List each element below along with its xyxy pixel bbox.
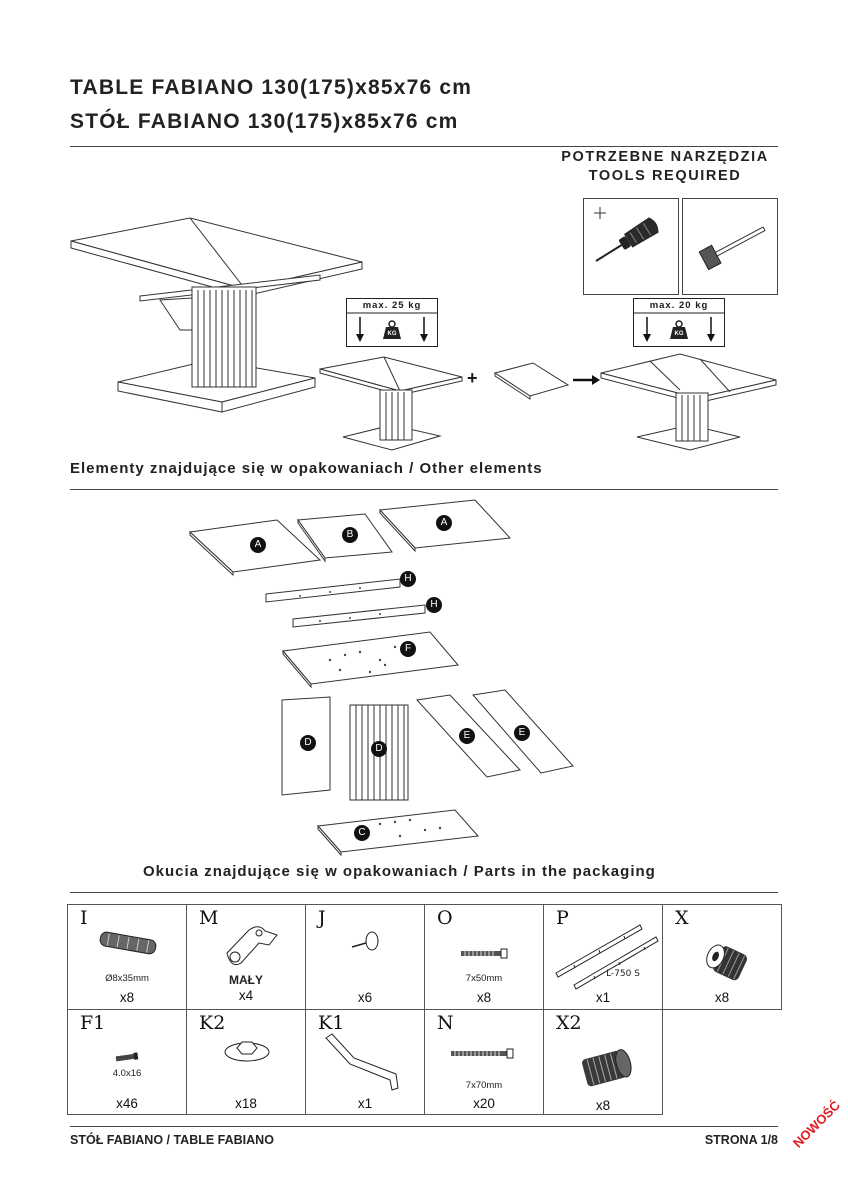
header-divider — [70, 146, 778, 147]
small-screw-icon — [115, 1052, 139, 1062]
part-cell-o: O 7x50mm x8 — [424, 904, 544, 1010]
allen-key-icon — [325, 1033, 399, 1091]
part-code: F1 — [80, 1012, 106, 1034]
title-pl: STÓŁ FABIANO 130(175)x85x76 cm — [70, 110, 459, 133]
tools-heading-en: TOOLS REQUIRED — [588, 168, 742, 184]
load-box-closed: max. 25 kg KG — [346, 298, 438, 347]
element-label-e: E — [459, 728, 475, 744]
part-code: K2 — [199, 1012, 226, 1034]
part-code: X — [675, 907, 689, 929]
part-quantity: x20 — [473, 1096, 495, 1111]
part-cell-i: I Ø8x35mm x8 — [67, 904, 187, 1010]
part-code: I — [80, 907, 88, 929]
threaded-insert-icon — [582, 1049, 632, 1087]
part-quantity: x4 — [238, 988, 254, 1003]
kg-label: KG — [387, 331, 397, 337]
part-quantity: x8 — [595, 1098, 611, 1113]
glider-icon — [351, 931, 379, 951]
element-label-d: D — [371, 741, 387, 757]
weight-icon — [383, 320, 401, 339]
downward-arrows-icon — [634, 312, 724, 342]
part-quantity: x46 — [116, 1096, 138, 1111]
part-cell-m: M MAŁY x4 — [186, 904, 306, 1010]
element-label-h: H — [400, 571, 416, 587]
elements-divider — [70, 489, 778, 490]
hammer-tool-box — [682, 198, 778, 295]
part-dimension: 7x50mm — [465, 973, 503, 984]
part-code: O — [437, 907, 453, 929]
part-cell-p: P L-750 S x1 — [543, 904, 663, 1010]
part-code: K1 — [318, 1012, 345, 1034]
element-label-e: E — [514, 725, 530, 741]
part-cell-k2: K2 x18 — [186, 1009, 306, 1115]
element-label-c: C — [354, 825, 370, 841]
cam-lock-icon — [226, 926, 278, 966]
part-cell-f1: F1 4.0x16 x46 — [67, 1009, 187, 1115]
part-code: X2 — [556, 1012, 582, 1034]
footer-page-number: STRONA 1/8 — [704, 1133, 778, 1147]
element-label-f: F — [400, 641, 416, 657]
screwdriver-icon — [594, 207, 659, 262]
washer-cap-icon — [224, 1041, 270, 1062]
part-cell-n: N 7x70mm x20 — [424, 1009, 544, 1115]
part-dimension: L-750 S — [606, 969, 640, 979]
part-code: N — [437, 1012, 454, 1034]
part-cell-x2: X2 x8 — [543, 1009, 663, 1115]
weight-icon — [670, 320, 688, 339]
part-dimension: 7x70mm — [465, 1080, 503, 1091]
plus-sign: + — [467, 368, 478, 388]
part-quantity: x8 — [119, 990, 135, 1005]
load-box-extended: max. 20 kg KG — [633, 298, 725, 347]
downward-arrows-icon — [347, 312, 437, 342]
part-dimension: Ø8x35mm — [105, 973, 149, 984]
part-quantity: x8 — [476, 990, 492, 1005]
part-quantity: x18 — [235, 1096, 257, 1111]
element-label-b: B — [342, 527, 358, 543]
elements-section-title: Elementy znajdujące się w opakowaniach /… — [70, 460, 543, 477]
title-en: TABLE FABIANO 130(175)x85x76 cm — [70, 76, 473, 99]
part-dimension: MAŁY — [229, 973, 263, 987]
load-label-extended: max. 20 kg — [649, 300, 709, 311]
element-label-d: D — [300, 735, 316, 751]
part-cell-j: J x6 — [305, 904, 425, 1010]
screw-icon — [461, 948, 508, 959]
part-quantity: x8 — [714, 990, 730, 1005]
part-cell-x: X x8 — [662, 904, 782, 1010]
part-quantity: x1 — [357, 1096, 373, 1111]
footer-divider — [70, 1126, 778, 1127]
kg-label: KG — [674, 331, 684, 337]
screwdriver-tool-box — [583, 198, 679, 295]
element-label-a: A — [436, 515, 452, 531]
footer-left: STÓŁ FABIANO / TABLE FABIANO — [70, 1133, 274, 1147]
load-label-closed: max. 25 kg — [362, 300, 422, 311]
parts-divider — [70, 892, 778, 893]
part-code: P — [556, 907, 569, 929]
hammer-icon — [698, 226, 766, 271]
slide-rail-icon — [555, 924, 659, 990]
part-cell-k1: K1 x1 — [305, 1009, 425, 1115]
part-code: J — [318, 907, 326, 929]
tools-heading-pl: POTRZEBNE NARZĘDZIA — [561, 149, 769, 165]
part-quantity: x1 — [595, 990, 611, 1005]
part-quantity: x6 — [357, 990, 373, 1005]
dowel-icon — [99, 931, 157, 955]
element-label-a: A — [250, 537, 266, 553]
part-dimension: 4.0x16 — [112, 1068, 142, 1079]
long-screw-icon — [451, 1048, 514, 1059]
parts-section-title: Okucia znajdujące się w opakowaniach / P… — [143, 863, 656, 880]
part-code: M — [199, 907, 219, 929]
element-label-h: H — [426, 597, 442, 613]
insert-nut-icon — [706, 944, 748, 981]
